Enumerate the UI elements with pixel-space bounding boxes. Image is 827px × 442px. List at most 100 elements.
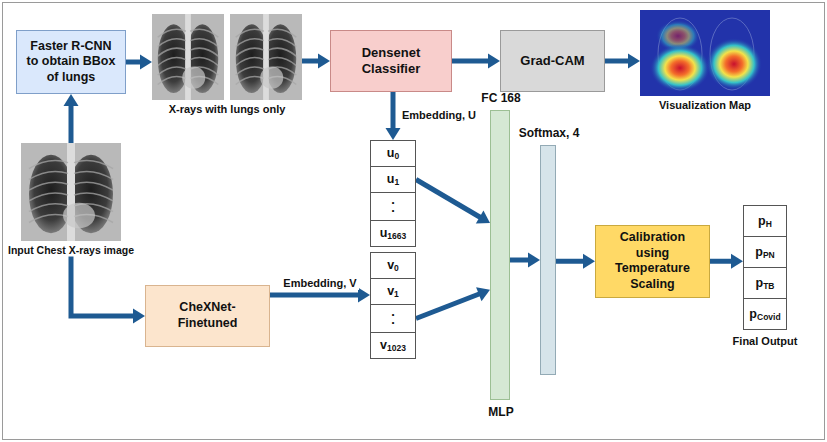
arrow-head — [386, 128, 401, 140]
process-box: Faster R-CNN to obtain BBox of lungs — [16, 30, 126, 94]
subscript-index: H — [766, 220, 772, 229]
subscript-index: Covid — [757, 313, 781, 322]
flow-arrow — [556, 254, 595, 269]
arrow-shaft — [302, 59, 319, 64]
process-box: CheXNet-Finetuned — [145, 285, 270, 347]
vector-cell: . . — [370, 304, 416, 333]
flow-arrow — [510, 253, 540, 268]
arrow-head — [133, 309, 145, 324]
flow-arrow — [416, 180, 490, 224]
arrow-shaft — [556, 259, 584, 264]
arrow-head — [476, 211, 490, 224]
vector-symbol: p — [755, 246, 763, 259]
ellipsis-dots: . . — [390, 308, 396, 324]
classifier-box: Densenet Classifier — [330, 30, 452, 92]
box-label: Faster R-CNN to obtain BBox of lungs — [23, 39, 119, 86]
process-box: Calibration using Temperature Scaling — [595, 225, 710, 298]
arrow-shaft — [391, 92, 396, 129]
vector-cell: u0 — [370, 140, 416, 167]
box-label: Densenet Classifier — [337, 45, 445, 78]
vector-cell: . . — [370, 192, 416, 221]
flow-arrow — [64, 94, 79, 143]
group-caption: Final Output — [713, 335, 817, 348]
arrow-shaft — [416, 180, 481, 218]
process-box: Grad-CAM — [500, 30, 605, 92]
output-vector: Final OutputpHpPNpTBpCovid — [743, 205, 787, 329]
layer-label: Softmax, 4 — [491, 126, 607, 140]
arrow-shaft — [71, 257, 134, 316]
subscript-index: 1023 — [387, 344, 406, 353]
arrow-head — [140, 55, 152, 70]
flow-arrow — [452, 54, 500, 69]
image-caption: X-rays with lungs only — [152, 103, 302, 116]
image-illustration — [152, 14, 302, 100]
block-label: MLP — [441, 405, 561, 419]
flow-arrow — [302, 54, 330, 69]
flow-arrow — [416, 287, 490, 318]
arrow-head — [358, 288, 370, 303]
arrow-head — [488, 54, 500, 69]
flow-arrow — [605, 54, 640, 69]
softmax-layer-bar: Softmax, 4 — [540, 145, 556, 375]
heatmap-image: Visualization Map — [640, 10, 770, 112]
ellipsis-dots: . . — [390, 196, 396, 212]
arrow-head — [318, 54, 330, 69]
vector-cell: v0 — [370, 252, 416, 279]
subscript-index: 0 — [394, 152, 399, 161]
arrow-shaft — [416, 294, 480, 319]
flow-arrow — [386, 92, 401, 140]
image-caption: Visualization Map — [640, 99, 770, 112]
arrow-head — [528, 253, 540, 268]
vector-symbol: v — [387, 259, 394, 272]
vector-symbol: v — [387, 285, 394, 298]
arrow-shaft — [270, 293, 359, 298]
vector-cell: pCovid — [743, 298, 787, 330]
image-illustration — [21, 143, 121, 241]
vector-cell: u1 — [370, 166, 416, 193]
arrow-shaft — [605, 59, 629, 64]
input-xray-image: Input Chest X-rays image — [4, 143, 138, 257]
edge-label: Embedding, U — [400, 109, 478, 122]
vector-cell: pTB — [743, 267, 787, 299]
box-label: Grad-CAM — [520, 53, 584, 69]
image-caption: Input Chest X-rays image — [4, 244, 138, 257]
arrow-shaft — [69, 105, 74, 143]
vector-cell: pH — [743, 205, 787, 237]
vector-cell: v1 — [370, 278, 416, 305]
box-label: Calibration using Temperature Scaling — [602, 230, 703, 293]
arrow-head — [731, 254, 743, 269]
subscript-index: TB — [763, 282, 774, 291]
arrow-head — [628, 54, 640, 69]
vector-symbol: p — [749, 308, 757, 321]
layer-label: FC 168 — [441, 91, 561, 105]
vector-cell: u1663 — [370, 220, 416, 247]
arrow-head — [476, 287, 490, 301]
subscript-index: 1 — [394, 290, 399, 299]
arrow-head — [583, 254, 595, 269]
vector-cell: pPN — [743, 236, 787, 268]
arrow-shaft — [126, 60, 141, 65]
arrow-shaft — [452, 59, 489, 64]
subscript-index: 1663 — [387, 232, 406, 241]
vector-symbol: u — [380, 227, 388, 240]
flow-arrow — [71, 257, 145, 324]
arrow-shaft — [510, 258, 529, 263]
vector-symbol: u — [387, 173, 395, 186]
box-label: CheXNet-Finetuned — [152, 300, 263, 331]
vector-symbol: p — [756, 277, 764, 290]
vector-symbol: p — [758, 215, 766, 228]
subscript-index: 0 — [394, 264, 399, 273]
subscript-index: 1 — [394, 178, 399, 187]
mlp-layer-bar: FC 168MLP — [490, 110, 510, 400]
lung-crop-image: X-rays with lungs only — [152, 14, 302, 116]
vector-symbol: u — [387, 147, 395, 160]
subscript-index: PN — [763, 251, 775, 260]
image-illustration — [640, 10, 770, 96]
vector-cell: v1023 — [370, 332, 416, 359]
flow-arrow — [126, 55, 152, 70]
vector-symbol: v — [380, 339, 387, 352]
flow-arrow — [710, 254, 743, 269]
arrow-shaft — [710, 259, 732, 264]
arrow-head — [64, 94, 79, 106]
